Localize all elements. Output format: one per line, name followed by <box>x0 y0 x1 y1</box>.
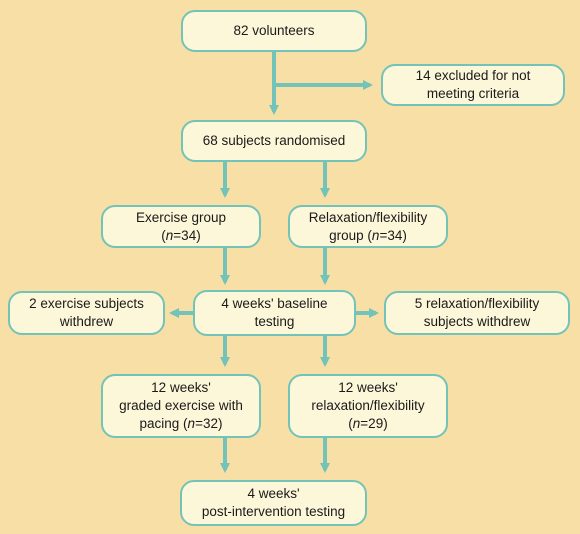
post-testing-line1: 4 weeks' <box>247 486 300 501</box>
volunteers-box: 82 volunteers <box>181 10 367 52</box>
graded-exercise-line2: graded exercise with <box>119 398 243 413</box>
post-testing-box: 4 weeks' post-intervention testing <box>180 480 367 526</box>
relaxation-intervention-box: 12 weeks' relaxation/flexibility (n=29) <box>288 374 448 438</box>
relaxation-intervention-line2: relaxation/flexibility <box>311 398 425 413</box>
exercise-group-line1: Exercise group <box>135 209 227 225</box>
baseline-box: 4 weeks' baseline testing <box>193 290 356 336</box>
exercise-withdrew-box: 2 exercise subjects withdrew <box>8 291 165 335</box>
exercise-withdrew-line1: 2 exercise subjects <box>29 296 144 311</box>
relaxation-group-line2: group (n=34) <box>329 227 407 243</box>
graded-exercise-box: 12 weeks' graded exercise with pacing (n… <box>101 374 261 438</box>
post-testing-line2: post-intervention testing <box>201 504 346 519</box>
randomised-box: 68 subjects randomised <box>181 120 367 162</box>
exercise-group-line2: (n=34) <box>161 227 201 243</box>
relaxation-intervention-line1: 12 weeks' <box>338 380 398 395</box>
volunteers-label: 82 volunteers <box>233 23 315 38</box>
randomised-label: 68 subjects randomised <box>202 133 346 148</box>
exercise-withdrew-line2: withdrew <box>59 314 114 329</box>
relaxation-withdrew-line2: subjects withdrew <box>423 314 531 329</box>
excluded-box: 14 excluded for not meeting criteria <box>381 64 565 106</box>
excluded-line1: 14 excluded for not <box>415 68 531 83</box>
relaxation-withdrew-box: 5 relaxation/flexibility subjects withdr… <box>384 291 570 335</box>
relaxation-group-box: Relaxation/flexibility group (n=34) <box>288 205 448 248</box>
baseline-line1: 4 weeks' baseline <box>221 296 328 311</box>
relaxation-group-line1: Relaxation/flexibility <box>308 209 428 225</box>
graded-exercise-line1: 12 weeks' <box>151 380 211 395</box>
exercise-group-box: Exercise group (n=34) <box>101 205 261 248</box>
relaxation-withdrew-line1: 5 relaxation/flexibility <box>414 296 540 311</box>
graded-exercise-line3: pacing (n=32) <box>139 416 223 431</box>
excluded-line2: meeting criteria <box>426 86 520 101</box>
baseline-line2: testing <box>254 314 295 329</box>
relaxation-intervention-line3: (n=29) <box>348 416 388 431</box>
